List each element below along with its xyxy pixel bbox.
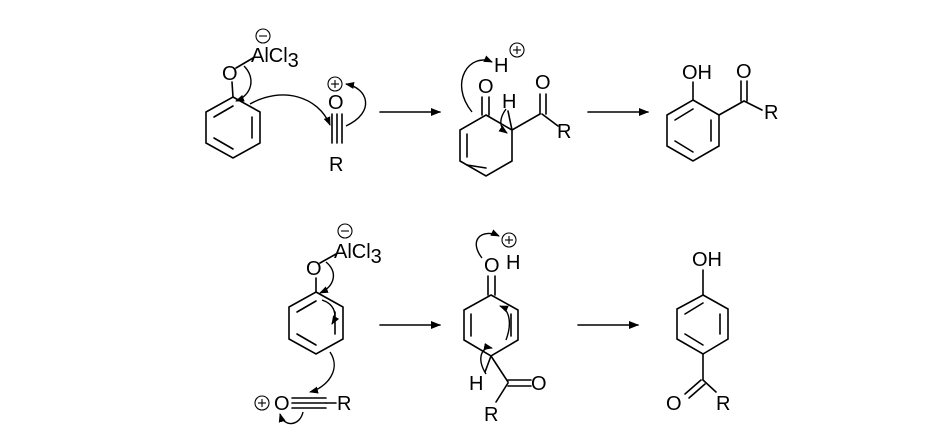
acylium-ion-top: O R	[327, 76, 367, 176]
proton: H	[494, 55, 508, 77]
carbonyl-oxygen: O	[484, 255, 500, 277]
ortho-intermediate: O H O R H	[459, 42, 571, 177]
para-intermediate: O H H O R	[463, 229, 547, 426]
curly-arrow-o-to-ring	[319, 261, 335, 294]
hydroxyl-group: OH	[682, 62, 712, 84]
negative-charge	[337, 223, 353, 239]
bottom-row-para-pathway: O AlCl3 O R	[254, 223, 730, 426]
acylium-r-group: R	[337, 393, 351, 415]
ketone-r-group: R	[716, 393, 730, 415]
positive-charge	[254, 395, 270, 411]
acylium-oxygen: O	[328, 92, 344, 114]
negative-charge	[255, 28, 271, 44]
curly-arrow-acylium-bond	[345, 81, 367, 127]
curly-arrow-ring-to-acylium	[249, 94, 331, 126]
curly-arrow-proton	[475, 229, 500, 259]
c-o-bond	[231, 81, 234, 98]
acyl-oxygen: O	[535, 72, 551, 94]
sp3-hydrogen: H	[502, 91, 516, 113]
curly-arrow-ring-to-acylium	[309, 351, 335, 394]
acyl-oxygen: O	[531, 373, 547, 395]
curly-arrow-acylium-bond	[278, 411, 304, 425]
curly-arrow-ring-bond	[321, 299, 340, 325]
curly-arrow-ch-bond	[480, 343, 493, 375]
acylium-oxygen: O	[274, 393, 290, 415]
aluminum-phenoxide-complex-top: O AlCl3	[205, 28, 299, 159]
hydroxyl-group: OH	[692, 249, 722, 271]
positive-charge	[501, 232, 517, 248]
aluminum-phenoxide-complex-bottom: O AlCl3	[288, 223, 382, 355]
positive-charge	[327, 76, 343, 92]
curly-arrow-ch-bond	[498, 108, 508, 134]
positive-charge	[509, 42, 525, 58]
acylium-r-group: R	[329, 154, 343, 176]
ketone-oxygen: O	[736, 61, 752, 83]
curly-arrow-o-to-ring	[235, 65, 252, 102]
curly-arrow-ring-bond	[499, 305, 511, 341]
acyl-r-group: R	[557, 121, 571, 143]
ortho-hydroxyaryl-ketone: OH O R	[666, 61, 778, 162]
phenoxide-oxygen: O	[222, 63, 238, 85]
aluminum-chloride: AlCl3	[334, 241, 382, 268]
carbonyl-oxygen: O	[478, 76, 494, 98]
proton: H	[506, 252, 520, 274]
ketone-oxygen: O	[666, 393, 682, 415]
sp3-hydrogen: H	[469, 373, 483, 395]
ketone-r-group: R	[764, 102, 778, 124]
top-row-ortho-pathway: O AlCl3 O R	[205, 28, 778, 177]
aluminum-chloride: AlCl3	[251, 45, 299, 72]
acylium-ion-bottom: O R	[254, 393, 351, 425]
curly-arrow-proton	[460, 55, 493, 113]
phenoxide-oxygen: O	[306, 258, 322, 280]
benzene-ring	[205, 96, 261, 159]
benzene-ring	[288, 291, 344, 355]
para-hydroxyaryl-ketone: OH O R	[666, 249, 730, 415]
acyl-r-group: R	[484, 404, 498, 426]
